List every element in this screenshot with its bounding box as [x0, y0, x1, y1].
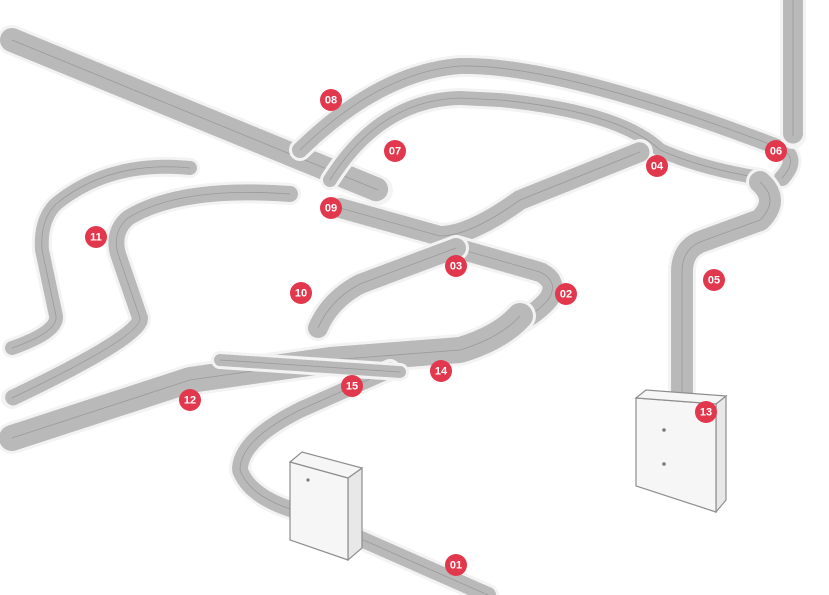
marker-13-circle	[695, 401, 717, 423]
marker-03-label: 03	[450, 261, 462, 273]
marker-05-circle	[703, 269, 725, 291]
marker-09: 09	[320, 197, 342, 219]
marker-13: 13	[695, 401, 717, 423]
marker-09-circle	[320, 197, 342, 219]
marker-07-label: 07	[389, 146, 401, 158]
marker-14: 14	[430, 360, 452, 382]
marker-12-label: 12	[184, 395, 196, 407]
marker-04-circle	[646, 155, 668, 177]
marker-07: 07	[384, 140, 406, 162]
marker-12: 12	[179, 389, 201, 411]
marker-09-label: 09	[325, 203, 337, 215]
marker-08-circle	[320, 89, 342, 111]
marker-08-label: 08	[325, 95, 337, 107]
marker-11-label: 11	[90, 232, 102, 244]
marker-04: 04	[646, 155, 668, 177]
marker-03-circle	[445, 255, 467, 277]
tray-lower-long	[0, 300, 536, 454]
marker-02-circle	[555, 283, 577, 305]
marker-01: 01	[445, 554, 467, 576]
junction-boxes	[288, 389, 728, 562]
tray-lower-branch-15	[229, 359, 499, 595]
marker-12-circle	[179, 389, 201, 411]
marker-13-label: 13	[700, 407, 712, 419]
marker-11: 11	[85, 226, 107, 248]
marker-02: 02	[555, 283, 577, 305]
marker-14-circle	[430, 360, 452, 382]
marker-15: 15	[341, 375, 363, 397]
tray-cross-center	[327, 139, 653, 249]
marker-07-circle	[384, 140, 406, 162]
marker-05-label: 05	[708, 275, 720, 287]
tray-middle-crossbar	[211, 351, 409, 381]
tray-top-long-straight	[0, 25, 393, 205]
marker-10-label: 10	[295, 288, 307, 300]
marker-10-circle	[290, 282, 312, 304]
tray-left-loop-b	[1, 181, 301, 409]
marker-06: 06	[765, 140, 787, 162]
marker-04-label: 04	[651, 161, 664, 173]
tray-top-loop-inner	[320, 88, 770, 190]
marker-11-circle	[85, 226, 107, 248]
tray-center-to-10	[305, 235, 469, 341]
marker-10: 10	[290, 282, 312, 304]
marker-06-circle	[765, 140, 787, 162]
marker-02-label: 02	[560, 289, 572, 301]
marker-14-label: 14	[435, 366, 448, 378]
cable-tray-network	[0, 0, 806, 595]
marker-08: 08	[320, 89, 342, 111]
tray-right-drop	[668, 168, 784, 426]
marker-badges: 01 02 03 04 05 06 07 08 09 10 11 12 13 14 15	[85, 89, 787, 576]
marker-01-label: 01	[450, 560, 462, 572]
marker-01-circle	[445, 554, 467, 576]
junction-box-right	[634, 389, 728, 514]
marker-06-label: 06	[770, 146, 782, 158]
marker-15-label: 15	[346, 381, 358, 393]
marker-15-circle	[341, 375, 363, 397]
marker-03: 03	[445, 255, 467, 277]
marker-05: 05	[703, 269, 725, 291]
tray-left-loop-a	[2, 156, 200, 358]
junction-box-left	[288, 451, 364, 562]
